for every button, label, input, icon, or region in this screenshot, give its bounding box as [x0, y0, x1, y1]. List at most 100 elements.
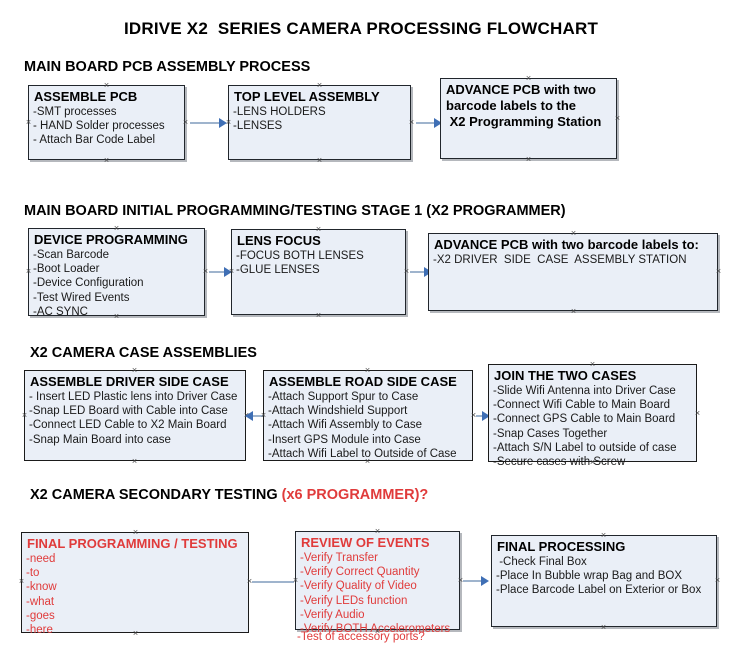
- box-final-processing[interactable]: FINAL PROCESSING -Check Final Box -Place…: [491, 535, 717, 627]
- connection-point-top[interactable]: [600, 532, 607, 539]
- connection-point-right[interactable]: [408, 119, 415, 126]
- connector-final-programming-to-review: [252, 581, 294, 583]
- connection-point-right[interactable]: [694, 410, 701, 417]
- connection-point-bottom[interactable]: [316, 157, 323, 164]
- connection-point-left[interactable]: [25, 268, 32, 275]
- arrow-right-icon: [434, 118, 442, 128]
- list-item: -Snap LED Board with Cable into Case: [29, 405, 228, 418]
- list-item: -Connect GPS Cable to Main Board: [493, 413, 676, 426]
- box-item-list: -Scan Barcode -Boot Loader -Device Confi…: [29, 248, 204, 319]
- connection-point-bottom[interactable]: [103, 157, 110, 164]
- box-title-line3: X2 Programming Station: [446, 114, 602, 129]
- connection-point-bottom[interactable]: [600, 624, 607, 631]
- list-item: -Snap Main Board into case: [29, 433, 171, 446]
- box-title: ADVANCE PCB with two: [446, 82, 596, 97]
- box-item-list: -LENS HOLDERS -LENSES: [229, 105, 410, 133]
- list-item: -SMT processes: [33, 106, 117, 118]
- connector-lens-focus-to-advance-pcb: [410, 271, 428, 273]
- connection-point-left[interactable]: [260, 412, 267, 419]
- connection-point-bottom[interactable]: [132, 630, 139, 637]
- connection-point-right[interactable]: [715, 268, 722, 275]
- list-item: -FOCUS BOTH LENSES: [236, 250, 364, 262]
- connection-point-top[interactable]: [131, 367, 138, 374]
- connection-point-top[interactable]: [374, 528, 381, 535]
- box-title: REVIEW OF EVENTS: [301, 535, 430, 550]
- connection-point-top[interactable]: [132, 529, 139, 536]
- box-final-programming-testing[interactable]: FINAL PROGRAMMING / TESTING -need -to -k…: [21, 532, 249, 636]
- connection-point-right[interactable]: [614, 115, 621, 122]
- connection-point-top[interactable]: [364, 367, 371, 374]
- list-item: -goes: [26, 609, 55, 622]
- box-title: ASSEMBLE ROAD SIDE CASE: [269, 374, 457, 389]
- connection-point-top[interactable]: [103, 82, 110, 89]
- box-review-of-events[interactable]: REVIEW OF EVENTS -Verify Transfer -Verif…: [295, 531, 460, 635]
- list-item: -what: [26, 595, 55, 608]
- connection-point-bottom[interactable]: [113, 313, 120, 320]
- connection-point-bottom[interactable]: [589, 459, 596, 466]
- connector-device-programming-to-lens-focus: [209, 271, 226, 273]
- box-item-list: -FOCUS BOTH LENSES -GLUE LENSES: [232, 249, 405, 277]
- connection-point-left[interactable]: [18, 578, 25, 585]
- connector-review-to-final-processing: [463, 580, 485, 582]
- connection-point-right[interactable]: [403, 268, 410, 275]
- connection-point-bottom[interactable]: [131, 458, 138, 465]
- box-assemble-driver-side-case[interactable]: ASSEMBLE DRIVER SIDE CASE - Insert LED P…: [24, 370, 246, 461]
- connection-point-top[interactable]: [589, 361, 596, 368]
- box-advance-pcb-programming-station[interactable]: ADVANCE PCB with two barcode labels to t…: [440, 78, 617, 159]
- connection-point-bottom[interactable]: [315, 312, 322, 319]
- connection-point-right[interactable]: [202, 268, 209, 275]
- arrow-right-icon: [482, 411, 490, 421]
- box-item-list: -need -to -know -what -goes -here: [22, 552, 248, 637]
- box-item-list: -Attach Support Spur to Case -Attach Win…: [264, 390, 472, 461]
- connector-assemble-pcb-to-top-level: [190, 122, 221, 124]
- box-title: ASSEMBLE PCB: [34, 89, 138, 104]
- list-item: - Attach Bar Code Label: [33, 134, 156, 147]
- list-item: -Test Wired Events: [33, 291, 130, 304]
- page-title: IDRIVE X2 SERIES CAMERA PROCESSING FLOWC…: [124, 19, 599, 38]
- connection-point-top[interactable]: [525, 75, 532, 82]
- list-item: -here: [26, 624, 53, 637]
- box-join-the-two-cases[interactable]: JOIN THE TWO CASES -Slide Wifi Antenna i…: [488, 364, 697, 468]
- box-advance-pcb-driver-side[interactable]: ADVANCE PCB with two barcode labels to: …: [428, 233, 718, 311]
- connection-point-top[interactable]: [570, 230, 577, 237]
- connection-point-bottom[interactable]: [570, 308, 577, 315]
- box-title: TOP LEVEL ASSEMBLY: [234, 89, 380, 104]
- connection-point-bottom[interactable]: [364, 458, 371, 465]
- connection-point-top[interactable]: [316, 82, 323, 89]
- list-item: -need: [26, 553, 56, 565]
- connection-point-left[interactable]: [225, 119, 232, 126]
- list-item: -Verify Correct Quantity: [300, 566, 420, 579]
- review-of-events-overflow-text: -Test of accessory ports?: [297, 631, 425, 643]
- box-item-list: -X2 DRIVER SIDE CASE ASSEMBLY STATION: [429, 253, 717, 267]
- box-lens-focus[interactable]: LENS FOCUS -FOCUS BOTH LENSES -GLUE LENS…: [231, 229, 406, 315]
- connection-point-left[interactable]: [228, 268, 235, 275]
- connection-point-bottom[interactable]: [374, 628, 381, 635]
- box-title: ASSEMBLE DRIVER SIDE CASE: [30, 374, 229, 389]
- box-title-line2: barcode labels to the: [446, 98, 577, 113]
- box-title: JOIN THE TWO CASES: [494, 368, 637, 383]
- connection-point-left[interactable]: [21, 412, 28, 419]
- box-device-programming[interactable]: DEVICE PROGRAMMING -Scan Barcode -Boot L…: [28, 228, 205, 319]
- connection-point-top[interactable]: [113, 225, 120, 232]
- list-item: -Insert GPS Module into Case: [268, 433, 421, 446]
- connection-point-right[interactable]: [714, 577, 721, 584]
- list-item: -Connect Wifi Cable to Main Board: [493, 399, 671, 412]
- connector-top-level-to-advance-pcb: [416, 122, 438, 124]
- list-item: -Attach Wifi Label to Outside of Case: [268, 447, 457, 460]
- connection-point-right[interactable]: [182, 119, 189, 126]
- list-item: -Attach S/N Label to outside of case: [493, 441, 677, 454]
- connector-road-side-to-join-cases: [476, 415, 486, 417]
- connection-point-bottom[interactable]: [525, 156, 532, 163]
- box-top-level-assembly[interactable]: TOP LEVEL ASSEMBLY -LENS HOLDERS -LENSES: [228, 85, 411, 160]
- list-item: -Verify Quality of Video: [300, 580, 417, 593]
- connection-point-left[interactable]: [25, 119, 32, 126]
- box-assemble-pcb[interactable]: ASSEMBLE PCB -SMT processes - HAND Solde…: [28, 85, 185, 160]
- box-assemble-road-side-case[interactable]: ASSEMBLE ROAD SIDE CASE -Attach Support …: [263, 370, 473, 461]
- connection-point-top[interactable]: [315, 226, 322, 233]
- section-heading-main-board-initial-programming: MAIN BOARD INITIAL PROGRAMMING/TESTING S…: [24, 203, 566, 219]
- connector-road-side-to-driver-side: [248, 415, 264, 417]
- connection-point-left[interactable]: [292, 577, 299, 584]
- list-item: -Place In Bubble wrap Bag and BOX: [496, 570, 683, 583]
- list-item: -LENSES: [233, 120, 283, 133]
